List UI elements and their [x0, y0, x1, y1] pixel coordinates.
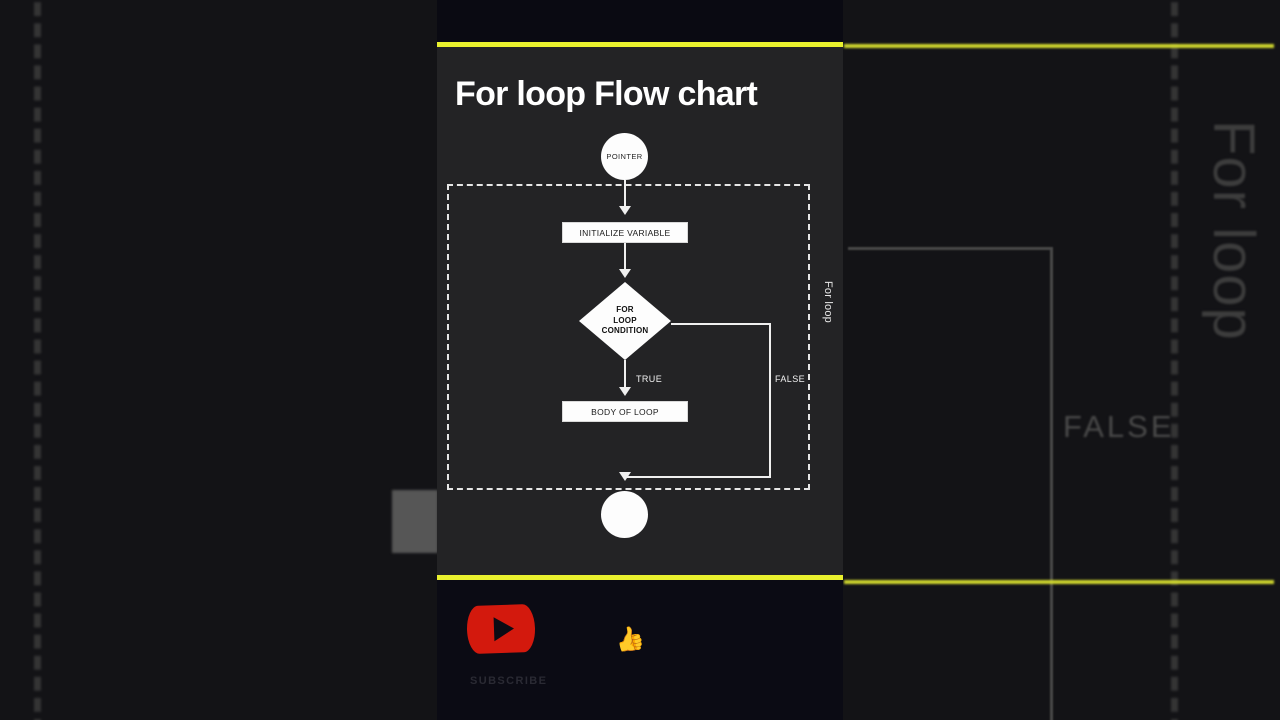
- node-pointer-label: POINTER: [606, 152, 643, 161]
- node-body-of-loop[interactable]: BODY OF LOOP: [562, 401, 688, 422]
- video-panel: For loop Flow chart For loop POINTER INI…: [437, 0, 843, 720]
- node-body-of-loop-label: BODY OF LOOP: [591, 406, 659, 417]
- node-initialize-variable-label: INITIALIZE VARIABLE: [579, 227, 671, 238]
- node-end[interactable]: [601, 491, 648, 538]
- youtube-play-icon[interactable]: [466, 603, 536, 655]
- page-title: For loop Flow chart: [455, 75, 758, 113]
- arrowhead-to-init: [619, 206, 631, 215]
- background-loop-connector: [848, 247, 1053, 720]
- background-yellow-rule-bottom: [844, 580, 1274, 584]
- arrowhead-to-condition: [619, 269, 631, 278]
- connector-condition-to-body: [624, 360, 626, 390]
- play-triangle-icon: [493, 616, 514, 642]
- panel-top-band: [437, 0, 843, 42]
- for-loop-container: [447, 184, 810, 490]
- subscribe-label[interactable]: SUBSCRIBE: [470, 675, 548, 687]
- background-for-loop-label: For loop: [1201, 120, 1266, 341]
- connector-false-segment-vertical: [769, 323, 771, 478]
- background-dashed-line-right: [1171, 0, 1178, 720]
- background-dashed-line-left: [34, 0, 41, 720]
- connector-pointer-to-init: [624, 180, 626, 209]
- node-initialize-variable[interactable]: INITIALIZE VARIABLE: [562, 222, 688, 243]
- connector-false-segment-horizontal-top: [671, 323, 771, 325]
- edge-label-false: FALSE: [775, 374, 806, 384]
- flowchart: For loop POINTER INITIALIZE VARIABLE FOR…: [437, 47, 843, 575]
- node-pointer[interactable]: POINTER: [601, 133, 648, 180]
- background-grey-box: [392, 490, 438, 553]
- arrowhead-to-end: [619, 472, 631, 481]
- background-yellow-rule-top: [844, 44, 1274, 48]
- connector-false-segment-horizontal-bottom: [626, 476, 771, 478]
- node-for-loop-condition-label: FOR LOOP CONDITION: [601, 304, 649, 336]
- for-loop-group-label: For loop: [822, 281, 834, 323]
- arrowhead-to-body: [619, 387, 631, 396]
- yellow-rule-top: [437, 42, 843, 47]
- footer-branding: SUBSCRIBE 👍: [437, 580, 843, 720]
- connector-init-to-condition: [624, 243, 626, 271]
- edge-label-true: TRUE: [636, 374, 663, 384]
- flowchart-canvas: For loop Flow chart For loop POINTER INI…: [437, 47, 843, 575]
- background-false-label: FALSE: [1063, 409, 1175, 444]
- yellow-rule-bottom: [437, 575, 843, 580]
- thumbs-up-icon[interactable]: 👍: [612, 623, 648, 656]
